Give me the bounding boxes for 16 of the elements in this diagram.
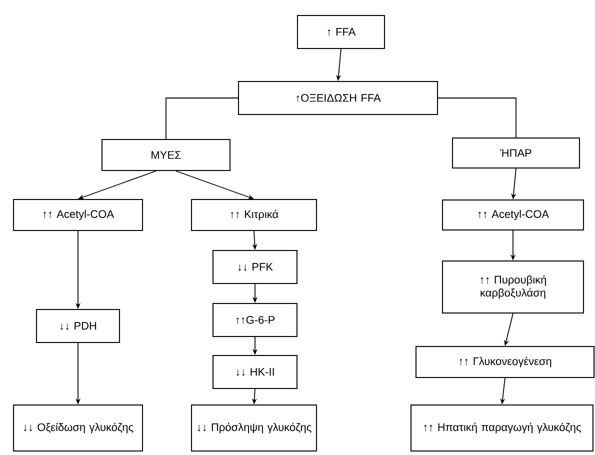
process-box: ↓↓ HK-II (212, 355, 298, 389)
process-box: ↓↓ PFK (212, 250, 298, 284)
process-box: ΉΠΑΡ (452, 138, 580, 168)
process-box: ↓↓ Οξείδωση γλυκόζης (13, 404, 143, 452)
process-box: ↓↓ Πρόσληψη γλυκόζης (191, 404, 317, 452)
process-box: ↑↑ Γλυκονεογένεση (416, 346, 594, 378)
process-box: ↑ΟΞΕΙΔΩΣΗ FFA (238, 81, 438, 115)
process-box: ↑↑ Ηπατική παραγωγή γλυκόζης (410, 404, 594, 452)
process-box: ΜΥΕΣ (102, 139, 230, 171)
process-box: ↓↓ PDH (36, 308, 120, 343)
process-box: ↑ FFA (297, 15, 385, 49)
process-box: ↑↑ Acetyl-COA (442, 200, 584, 230)
process-box: ↑↑ Acetyl-COA (13, 199, 143, 231)
process-box: ↑↑ Πυρουβική καρβοξυλάση (442, 260, 584, 314)
process-box: ↑↑ Κιτρικά (191, 199, 317, 231)
process-box: ↑↑G-6-P (212, 302, 298, 337)
